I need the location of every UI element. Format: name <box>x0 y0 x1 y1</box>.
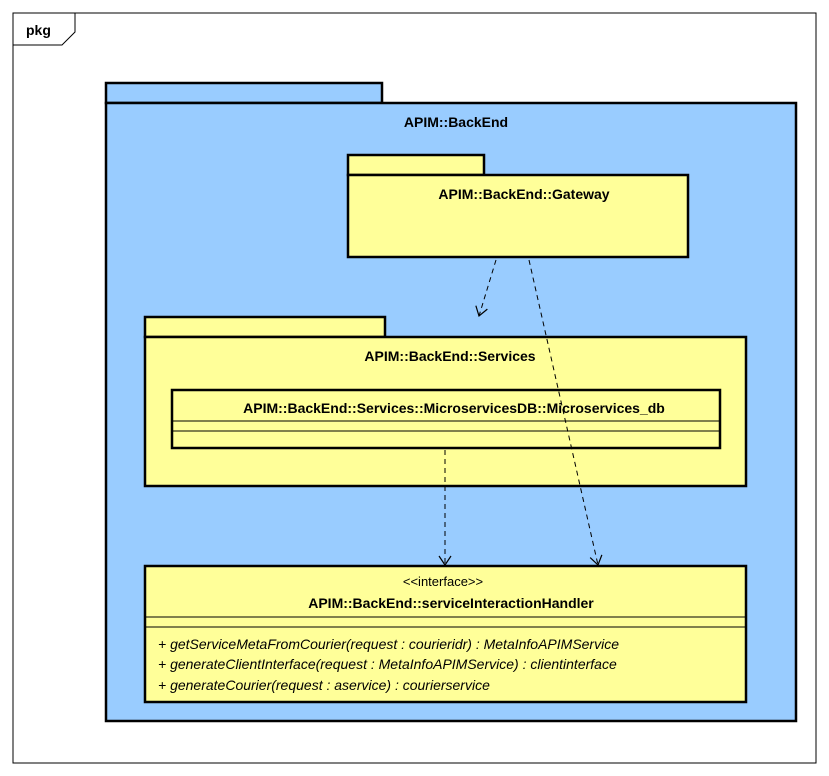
class-microservices-db-name: APIM::BackEnd::Services::MicroservicesDB… <box>243 400 665 416</box>
frame-tab <box>13 13 76 46</box>
package-services-name: APIM::BackEnd::Services <box>364 348 535 364</box>
dependency-gateway-to-interface <box>528 259 603 567</box>
class-microservices-db-box <box>170 388 722 450</box>
dependency-gateway-to-services <box>475 259 497 318</box>
package-backend-name: APIM::BackEnd <box>404 114 508 130</box>
package-gateway-name: APIM::BackEnd::Gateway <box>438 186 609 202</box>
frame-label: pkg <box>26 22 51 38</box>
package-backend-tab <box>104 81 384 105</box>
interface-service-interaction-handler[interactable]: <<interface>> APIM::BackEnd::serviceInte… <box>143 564 748 704</box>
operation-get-service-meta: + getServiceMetaFromCourier(request : co… <box>158 636 619 652</box>
package-gateway-tab <box>346 153 486 177</box>
operation-generate-courier: + generateCourier(request : aservice) : … <box>158 677 490 693</box>
interface-stereotype: <<interface>> <box>403 574 483 589</box>
interface-box <box>143 564 748 704</box>
package-gateway-body <box>346 173 690 259</box>
operation-generate-client-interface: + generateClientInterface(request : Meta… <box>158 656 617 672</box>
package-gateway[interactable]: APIM::BackEnd::Gateway <box>346 153 690 259</box>
class-microservices-db[interactable]: APIM::BackEnd::Services::MicroservicesDB… <box>170 388 722 450</box>
interface-name: APIM::BackEnd::serviceInteractionHandler <box>308 595 594 611</box>
package-services-tab <box>143 315 387 339</box>
